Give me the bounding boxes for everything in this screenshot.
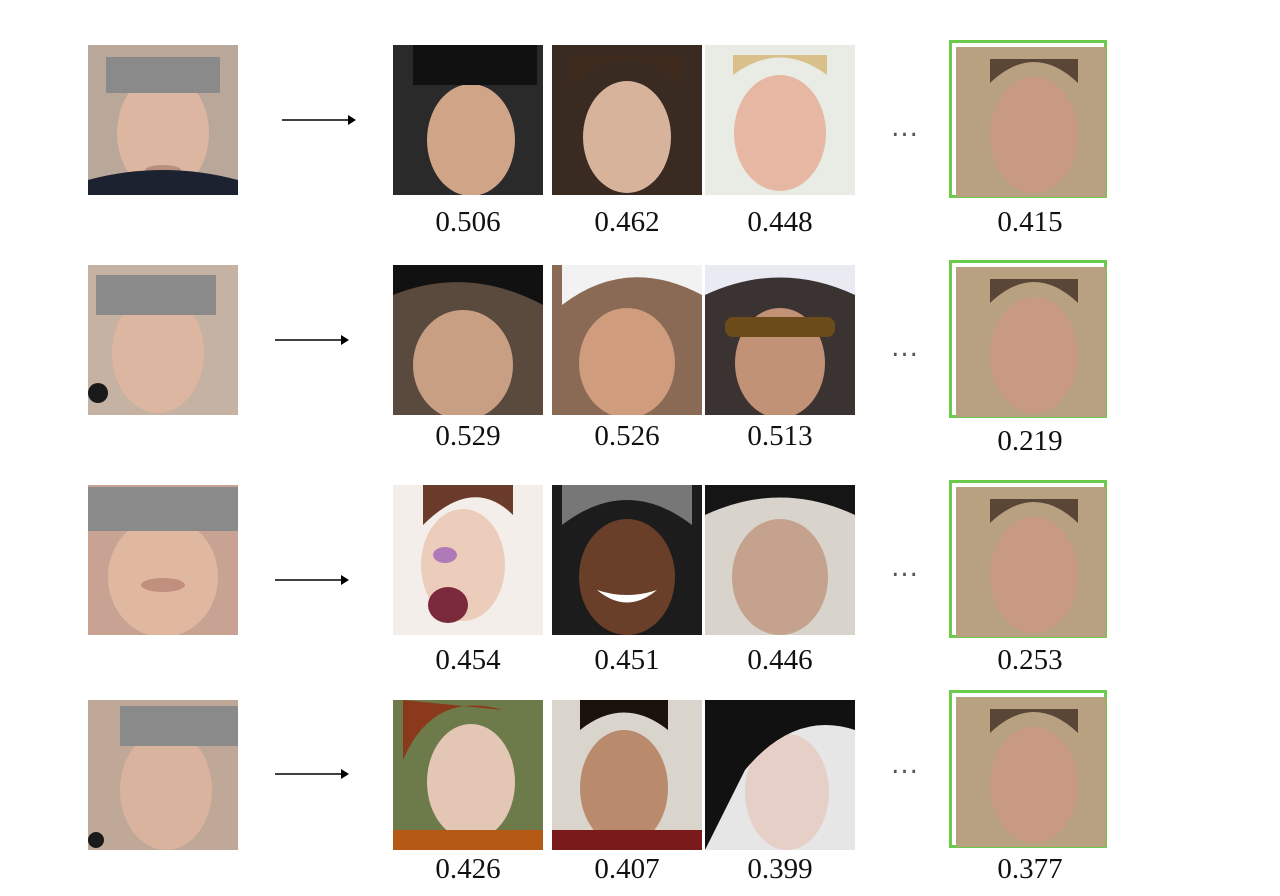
ellipsis: ... <box>891 750 919 780</box>
ellipsis: ... <box>891 553 919 583</box>
gallery-face-image <box>552 265 702 415</box>
similarity-score: 0.454 <box>435 644 501 676</box>
similarity-score: 0.506 <box>435 206 501 238</box>
target-face-image <box>956 697 1106 847</box>
gallery-face-image <box>393 485 543 635</box>
arrow-icon <box>282 114 356 126</box>
result-row: ... 0.454 0.451 0.446 0.253 <box>0 440 1280 676</box>
matched-target-frame <box>949 480 1107 638</box>
target-similarity-score: 0.219 <box>997 425 1063 457</box>
gallery-face-image <box>393 265 543 415</box>
arrow-icon <box>275 574 349 586</box>
gallery-face-image <box>705 45 855 195</box>
similarity-score: 0.451 <box>594 644 660 676</box>
gallery-face-image <box>705 700 855 850</box>
similarity-score: 0.446 <box>747 644 813 676</box>
target-similarity-score: 0.253 <box>997 644 1063 676</box>
result-row: ... 0.506 0.462 0.448 0.415 <box>0 0 1280 238</box>
similarity-score: 0.462 <box>594 206 660 238</box>
target-similarity-score: 0.377 <box>997 853 1063 885</box>
probe-masked-face-image <box>88 485 238 635</box>
similarity-score: 0.399 <box>747 853 813 885</box>
gallery-face-image <box>705 265 855 415</box>
similarity-score: 0.513 <box>747 420 813 452</box>
target-face-image <box>956 487 1106 637</box>
probe-masked-face-image <box>88 265 238 415</box>
result-row: ... 0.529 0.526 0.513 0.219 <box>0 220 1280 457</box>
ellipsis: ... <box>891 113 919 143</box>
arrow-icon <box>275 768 349 780</box>
similarity-score: 0.526 <box>594 420 660 452</box>
gallery-face-image <box>393 700 543 850</box>
result-row: ... 0.426 0.407 0.399 0.377 <box>0 655 1280 885</box>
gallery-face-image <box>393 45 543 195</box>
gallery-face-image <box>552 700 702 850</box>
probe-masked-face-image <box>88 700 238 850</box>
matched-target-frame <box>949 40 1107 198</box>
arrow-icon <box>275 334 349 346</box>
similarity-score: 0.426 <box>435 853 501 885</box>
ellipsis: ... <box>891 333 919 363</box>
target-face-image <box>956 47 1106 197</box>
target-similarity-score: 0.415 <box>997 206 1063 238</box>
gallery-face-image <box>552 485 702 635</box>
target-face-image <box>956 267 1106 417</box>
similarity-score: 0.407 <box>594 853 660 885</box>
gallery-face-image <box>552 45 702 195</box>
gallery-face-image <box>705 485 855 635</box>
matched-target-frame <box>949 260 1107 418</box>
similarity-score: 0.529 <box>435 420 501 452</box>
similarity-score: 0.448 <box>747 206 813 238</box>
matched-target-frame <box>949 690 1107 848</box>
probe-masked-face-image <box>88 45 238 195</box>
